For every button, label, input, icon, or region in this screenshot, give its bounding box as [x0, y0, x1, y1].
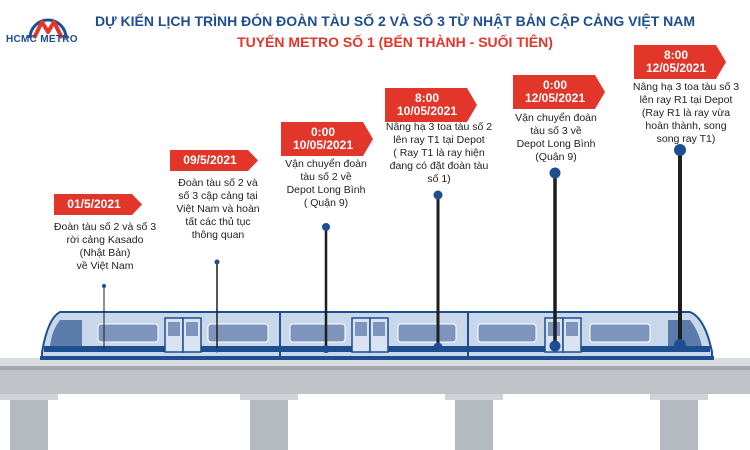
- event-6-date: 12/05/2021: [645, 61, 707, 75]
- event-4-date: 10/05/2021: [396, 104, 458, 118]
- page-title: DỰ KIẾN LỊCH TRÌNH ĐÓN ĐOÀN TÀU SỐ 2 VÀ …: [94, 13, 696, 29]
- event-3-time: 0:00: [310, 125, 336, 139]
- bridge-deck: [0, 366, 750, 394]
- page-subtitle: TUYẾN METRO SỐ 1 (BẾN THÀNH - SUỐI TIÊN): [237, 34, 553, 50]
- event-3-description: Vận chuyển đoàn tàu số 2 về Depot Long B…: [285, 158, 367, 209]
- event-1-description: Đoàn tàu số 2 và số 3 rời cảng Kasado (N…: [53, 221, 157, 272]
- event-2-date-tag: 09/5/2021: [170, 150, 258, 171]
- event-5-date-tag: 0:00 12/05/2021: [513, 75, 605, 109]
- event-6-time: 8:00: [663, 48, 689, 62]
- event-6-date-tag: 8:00 12/05/2021: [634, 45, 726, 79]
- bridge-pillars: [10, 395, 698, 450]
- event-4-description: Nâng hạ 3 toa tàu số 2 lên ray T1 tại De…: [385, 121, 493, 185]
- event-4-date-tag: 8:00 10/05/2021: [385, 88, 477, 122]
- hcmc-metro-logo: [28, 18, 68, 39]
- event-2-date: 09/5/2021: [183, 153, 237, 167]
- event-1-date-tag: 01/5/2021: [54, 194, 142, 215]
- event-3-date-tag: 0:00 10/05/2021: [281, 122, 373, 156]
- event-5-description: Vận chuyển đoàn tàu số 3 về Depot Long B…: [515, 112, 597, 163]
- event-5-date: 12/05/2021: [524, 91, 586, 105]
- brand-name: HCMC METRO: [6, 34, 78, 45]
- event-3-date: 10/05/2021: [292, 138, 354, 152]
- event-6-description: Nâng hạ 3 toa tàu số 3 lên ray R1 tại De…: [632, 81, 740, 145]
- event-1-date: 01/5/2021: [67, 197, 121, 211]
- event-5-time: 0:00: [542, 78, 568, 92]
- event-2-description: Đoàn tàu số 2 và số 3 cập cảng tại Việt …: [176, 177, 260, 241]
- event-4-time: 8:00: [414, 91, 440, 105]
